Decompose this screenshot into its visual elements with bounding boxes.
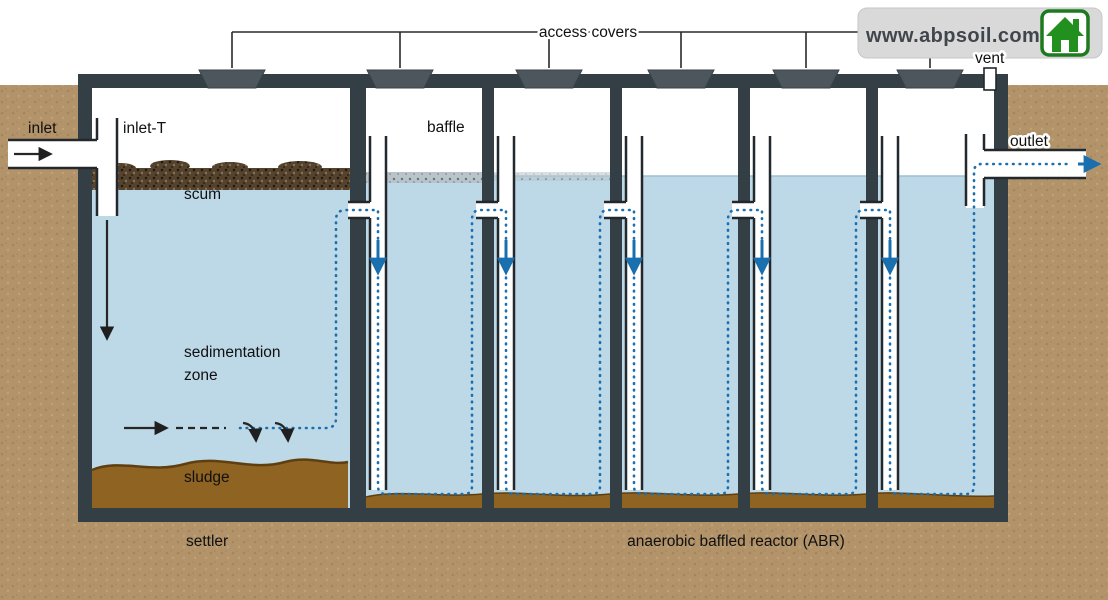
label-vent: vent (975, 50, 1005, 67)
settler-sludge (92, 459, 348, 508)
label-sedimentation-zone-line2: zone (184, 367, 218, 384)
label-settler: settler (186, 533, 228, 550)
label-abr: anaerobic baffled reactor (ABR) (627, 533, 845, 550)
settler-flow-arrows (99, 220, 295, 443)
label-outlet: outlet (1010, 133, 1049, 150)
access-cover-1 (198, 69, 266, 89)
settling-hook-arrow-2 (274, 421, 295, 443)
access-cover-5 (772, 69, 840, 89)
settler-sludge-ridge (91, 458, 349, 472)
abr-sludge-ridge (365, 492, 995, 498)
water (92, 176, 994, 508)
label-access-covers: access covers (539, 24, 637, 41)
access-cover-2 (366, 69, 434, 89)
label-inlet: inlet (28, 120, 57, 137)
access-cover-3 (515, 69, 583, 89)
pipe-flow-arrows (369, 240, 899, 276)
abr-chamber2-scum (494, 172, 610, 181)
access-covers (198, 69, 964, 89)
divider-wall-1 (482, 88, 494, 508)
abr-sludge (366, 492, 994, 508)
flow-path-dotted (238, 162, 1074, 496)
abr-chamber1-scum (366, 172, 482, 183)
divider-wall-2 (610, 88, 622, 508)
access-cover-4 (647, 69, 715, 89)
divider-wall-4 (866, 88, 878, 508)
label-baffle: baffle (427, 119, 465, 136)
diagram-labels: access covers vent inlet inlet-T scum ba… (28, 22, 1051, 551)
label-sedimentation-zone: sedimentation (184, 344, 281, 361)
settling-hook-arrow-1 (242, 421, 263, 443)
label-scum: scum (184, 186, 221, 203)
access-covers-leader-lines (231, 31, 931, 68)
settler-scum (92, 160, 350, 190)
inlet-t-pipe (95, 118, 119, 216)
watermark: www.abpsoil.com (857, 7, 1103, 59)
label-sludge: sludge (184, 469, 230, 486)
watermark-text: www.abpsoil.com (865, 25, 1040, 47)
vent-pipe (983, 67, 997, 91)
divider-wall-3 (738, 88, 750, 508)
access-cover-6 (896, 69, 964, 89)
house-icon (1040, 9, 1090, 57)
label-inlet-t: inlet-T (123, 120, 167, 137)
settler-abr-wall (350, 88, 366, 508)
